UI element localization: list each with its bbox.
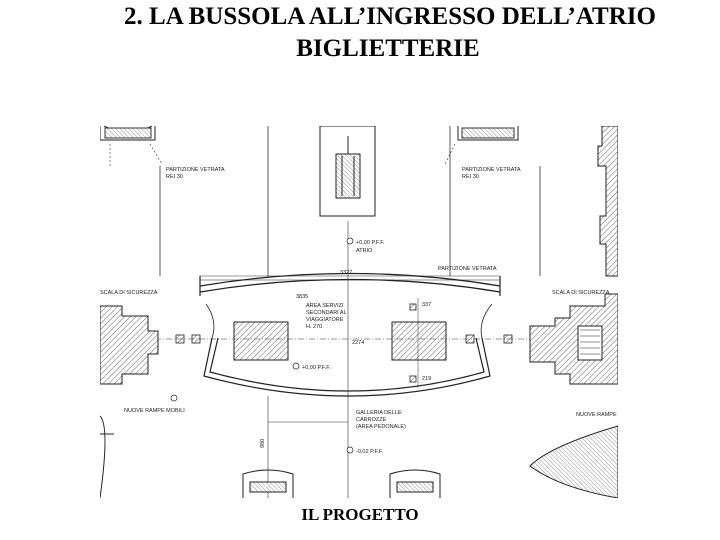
label-partition-left-rei: REI 30: [166, 174, 183, 180]
label-service-area-3: VIAGGIATORE: [306, 317, 344, 323]
label-dimension-width: 3327: [340, 270, 352, 276]
ramp-left: [100, 415, 114, 498]
label-gallery-2: CARROZZE: [356, 417, 387, 423]
pillar-left: [233, 321, 289, 361]
label-dim-vertical-1: 337: [422, 302, 431, 308]
label-ramps-right: NUOVE RAMPE: [576, 412, 617, 418]
label-level-lower: -0,02 P.F.F.: [356, 449, 384, 455]
label-dim-vertical-2: 2274: [352, 340, 364, 346]
label-dimension-inner: 3835: [296, 294, 308, 300]
slide-caption: IL PROGETTO: [301, 505, 419, 524]
label-stair-left: SCALA DI SICUREZZA: [100, 290, 158, 296]
label-service-area-2: SECONDARI AL: [306, 310, 347, 316]
label-partition-curved: PARTIZIONE VETRATA: [438, 266, 497, 272]
right-building-top: [597, 126, 618, 277]
pillar-right: [391, 321, 447, 361]
slide-title-line-2: BIGLIETTERIE: [296, 35, 480, 62]
bussola-enclosure: [199, 272, 501, 397]
label-gallery-1: GALLERIA DELLE: [356, 410, 402, 416]
label-gallery-3: (AREA PEDONALE): [356, 424, 406, 430]
top-right-doorway: [457, 126, 519, 141]
label-dim-lower: 980: [260, 439, 266, 448]
bottom-left-doorway: [242, 469, 294, 498]
label-service-area-4: H. 270: [306, 324, 322, 330]
label-stair-right: SCALA DI SICUREZZA: [552, 290, 610, 296]
bottom-right-doorway: [389, 469, 441, 498]
right-building: [529, 293, 618, 385]
label-partition-right-rei: REI 30: [462, 174, 479, 180]
ramp-right: [529, 425, 618, 498]
label-partition-right: PARTIZIONE VETRATA: [462, 167, 521, 173]
top-left-doorway: [100, 126, 156, 141]
label-atrio: ATRIO: [356, 248, 373, 254]
label-partition-left: PARTIZIONE VETRATA: [166, 167, 225, 173]
label-ramps-left: NUOVE RAMPE MOBILI: [124, 408, 185, 414]
label-dim-vertical-3: 219: [422, 376, 431, 382]
slide-title-line-1: 2. LA BUSSOLA ALL’INGRESSO DELL’ATRIO: [124, 3, 656, 30]
floor-plan-drawing: PARTIZIONE VETRATA REI 30 PARTIZIONE VET…: [100, 126, 618, 498]
label-level-atrio: +0,00 P.F.F.: [356, 240, 385, 246]
label-level-center: +0,00 P.F.F.: [302, 365, 331, 371]
left-building: [100, 305, 159, 385]
central-escalator: [319, 126, 376, 217]
label-service-area-1: AREA SERVIZI: [306, 303, 344, 309]
